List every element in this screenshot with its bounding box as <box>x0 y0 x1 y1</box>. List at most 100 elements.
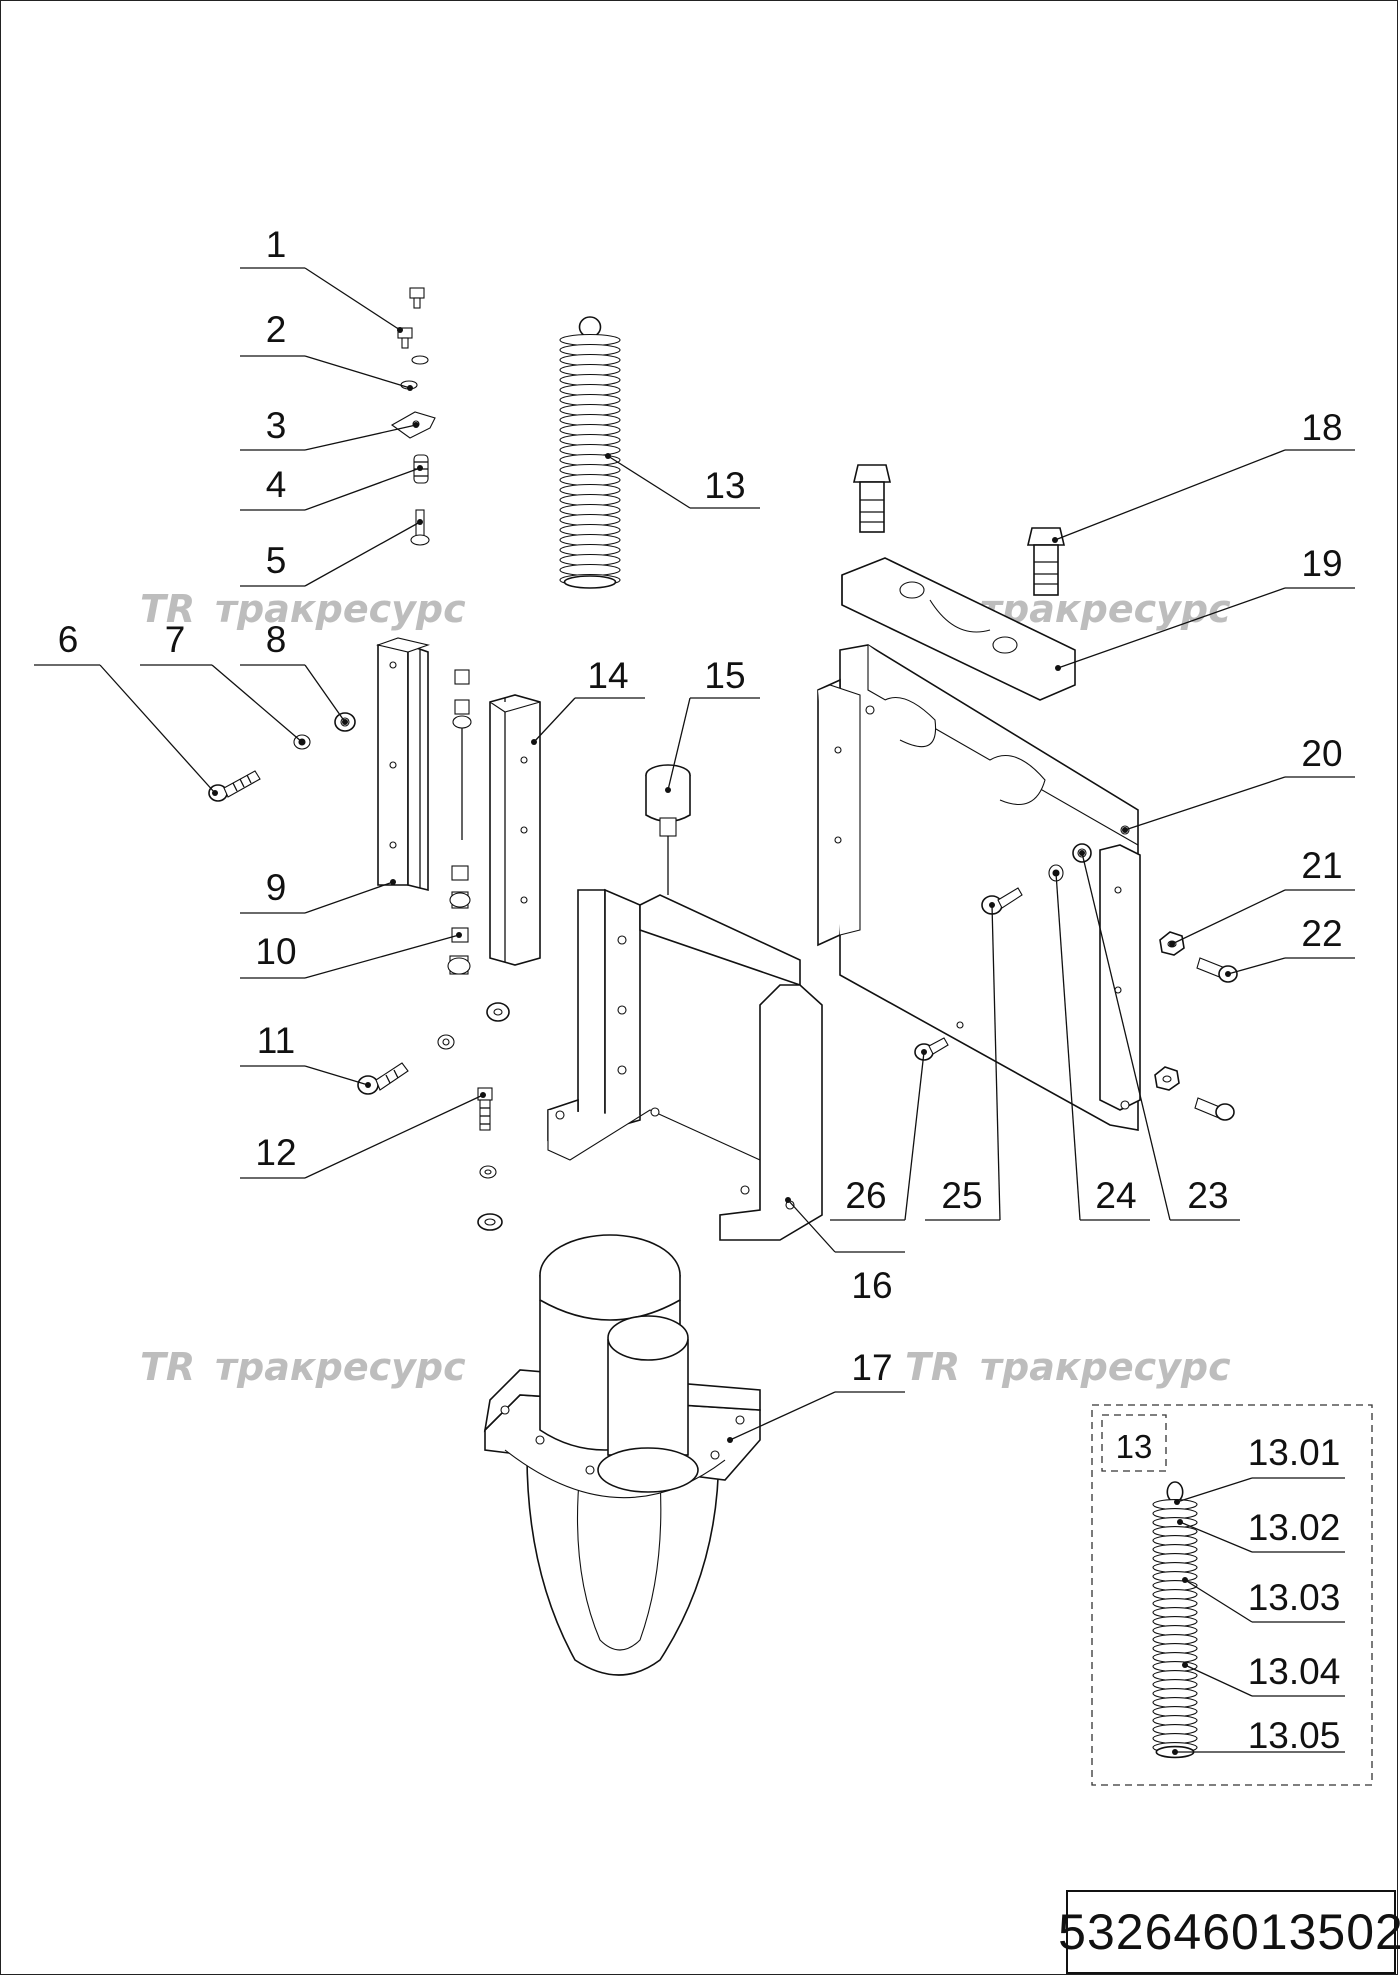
leader-line-21 <box>1171 889 1286 945</box>
leader-line-3 <box>304 424 417 451</box>
leader-dot-5 <box>417 519 423 525</box>
leader-dot-8 <box>342 719 348 725</box>
callout-label-6: 6 <box>58 619 79 660</box>
leader-line-8 <box>304 664 346 723</box>
detail-leader-13.02 <box>1179 1521 1253 1553</box>
leader-line-4 <box>304 467 421 511</box>
detail-label-13.02: 13.02 <box>1248 1507 1341 1548</box>
part-1-bolt <box>397 287 425 349</box>
callout-label-1: 1 <box>266 224 287 265</box>
detail-view-13: 13 <box>1091 1404 1373 1786</box>
callout-label-15: 15 <box>704 655 745 696</box>
callout-label-24: 24 <box>1095 1175 1136 1216</box>
part-15-cap <box>645 764 691 895</box>
detail-leader-13.01 <box>1176 1477 1253 1503</box>
callout-label-25: 25 <box>941 1175 982 1216</box>
part-16-bracket <box>547 888 823 1241</box>
leader-line-11 <box>304 1065 369 1086</box>
callout-label-18: 18 <box>1301 407 1342 448</box>
leader-line-10 <box>304 934 460 979</box>
leader-dot-11 <box>365 1082 371 1088</box>
leader-line-24 <box>1055 872 1081 1221</box>
detail-leader-13.04 <box>1184 1664 1253 1697</box>
part-17-drive-wheel-unit <box>483 1234 761 1676</box>
leader-line-15 <box>667 697 691 791</box>
callout-label-20: 20 <box>1301 733 1342 774</box>
watermark-logo: TR <box>140 1345 195 1389</box>
leader-line-7 <box>211 664 303 743</box>
leader-line-17 <box>729 1391 836 1441</box>
part-22-screw <box>1194 957 1238 1121</box>
drawing-number: 532646013502 <box>1058 1904 1400 1960</box>
detail-dot-13.03 <box>1182 1577 1188 1583</box>
part-9-guide-rail <box>376 637 430 892</box>
callout-label-11: 11 <box>257 1020 295 1061</box>
leader-dot-9 <box>390 879 396 885</box>
callout-label-8: 8 <box>266 619 287 660</box>
leader-dot-16 <box>785 1197 791 1203</box>
leader-dot-23 <box>1079 850 1085 856</box>
callout-label-12: 12 <box>255 1132 296 1173</box>
leader-line-18 <box>1054 449 1286 541</box>
leader-line-16 <box>787 1199 836 1253</box>
callout-label-9: 9 <box>266 867 287 908</box>
detail-label-13.03: 13.03 <box>1248 1577 1341 1618</box>
leader-line-5 <box>304 521 421 587</box>
leader-dot-1 <box>397 327 403 333</box>
leader-dot-18 <box>1052 537 1058 543</box>
detail-leader-13.03 <box>1184 1579 1253 1623</box>
part-2-washer <box>400 355 429 390</box>
watermark-text: тракресурс <box>215 1345 466 1389</box>
leader-line-25 <box>991 904 1001 1221</box>
leader-line-22 <box>1227 957 1286 975</box>
washers-stack <box>437 1002 510 1231</box>
leader-dot-3 <box>413 422 419 428</box>
detail-dot-13.02 <box>1177 1519 1183 1525</box>
detail-label-13.04: 13.04 <box>1248 1651 1341 1692</box>
callout-label-22: 22 <box>1301 913 1342 954</box>
callout-label-10: 10 <box>255 931 296 972</box>
part-21-nut <box>1154 931 1185 1091</box>
watermark-logo: TR <box>140 587 195 631</box>
callout-label-16: 16 <box>851 1265 892 1306</box>
part-18-bolts <box>852 464 1066 596</box>
callout-label-14: 14 <box>587 655 628 696</box>
leader-line-20 <box>1124 776 1286 831</box>
part-5-pin <box>410 509 430 546</box>
callout-label-23: 23 <box>1187 1175 1228 1216</box>
leader-dot-12 <box>480 1092 486 1098</box>
part-20-mounting-plate <box>817 644 1141 1131</box>
leader-dot-22 <box>1225 971 1231 977</box>
leader-dot-20 <box>1122 827 1128 833</box>
leader-line-12 <box>304 1094 484 1179</box>
callout-label-13: 13 <box>704 465 745 506</box>
detail-dot-13.01 <box>1174 1499 1180 1505</box>
leader-line-1 <box>304 267 401 331</box>
callout-label-5: 5 <box>266 540 287 581</box>
callout-label-19: 19 <box>1301 543 1342 584</box>
callout-label-26: 26 <box>845 1175 886 1216</box>
leader-line-6 <box>99 664 216 794</box>
part-14-angle-bracket <box>489 694 541 966</box>
leader-dot-19 <box>1055 665 1061 671</box>
watermark-text: тракресурс <box>980 1345 1231 1389</box>
leader-line-23 <box>1081 852 1171 1221</box>
detail-label-13.01: 13.01 <box>1248 1432 1341 1473</box>
leader-dot-21 <box>1169 941 1175 947</box>
leader-dot-2 <box>407 385 413 391</box>
callout-label-7: 7 <box>165 619 186 660</box>
leader-dot-7 <box>299 739 305 745</box>
callout-label-4: 4 <box>266 464 287 505</box>
leader-dot-4 <box>417 465 423 471</box>
watermark-logo: TR <box>905 1345 960 1389</box>
leader-dot-25 <box>989 902 995 908</box>
watermark-text: тракресурс <box>215 587 466 631</box>
leader-line-13 <box>607 455 691 509</box>
watermark-3: TR тракресурс <box>140 1345 466 1389</box>
leader-dot-10 <box>456 932 462 938</box>
part-10-slide-pads <box>447 669 472 975</box>
